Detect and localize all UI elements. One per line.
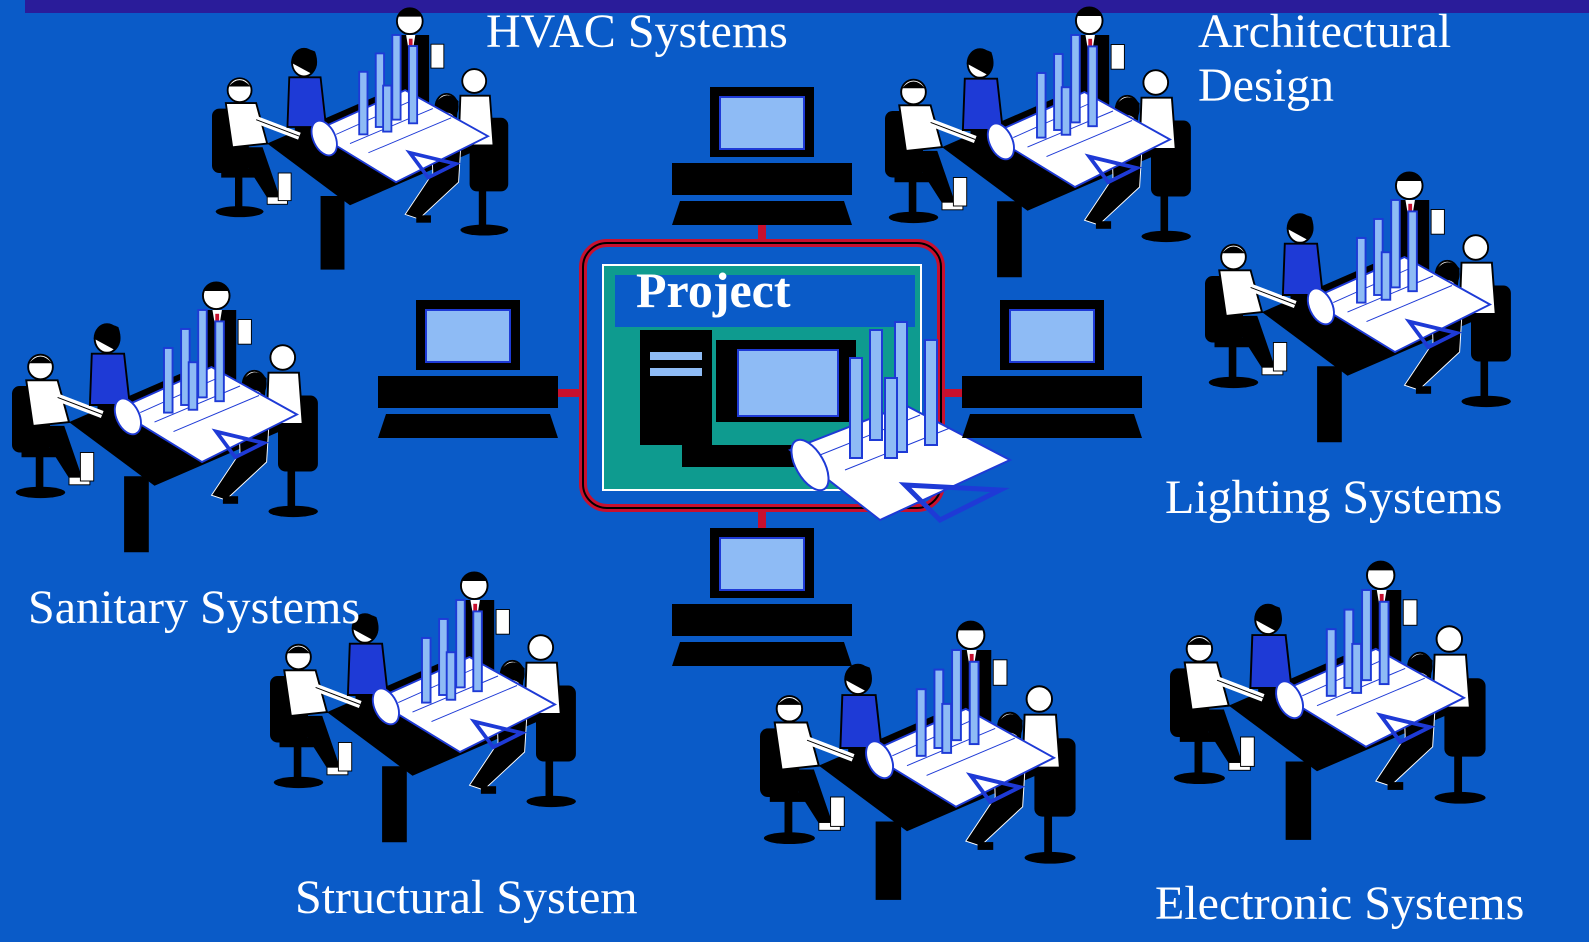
team-meeting-icon-electronic	[1170, 562, 1486, 840]
hvac-systems-label: HVAC Systems	[486, 5, 788, 58]
team-meeting-icon-lighting	[1205, 172, 1511, 442]
project-label: Project	[636, 262, 791, 318]
architectural-label-line2: Design	[1198, 59, 1334, 112]
team-meeting-icon-architectural	[885, 7, 1191, 277]
electronic-systems-label: Electronic Systems	[1155, 877, 1525, 930]
computer-terminal-icon	[961, 299, 1143, 439]
computer-terminal-icon	[377, 299, 559, 439]
structural-system-label: Structural System	[295, 871, 638, 924]
sanitary-systems-label: Sanitary Systems	[28, 581, 360, 634]
computer-terminal-icon	[671, 527, 853, 667]
team-meeting-icon-sanitary	[12, 282, 318, 552]
computer-terminal-icon	[671, 86, 853, 226]
server-computer-with-blueprint-icon	[602, 264, 1013, 524]
architectural-label-line1: Architectural	[1198, 5, 1452, 58]
lighting-systems-label: Lighting Systems	[1165, 471, 1503, 524]
team-meeting-icon-hvac	[212, 8, 508, 269]
